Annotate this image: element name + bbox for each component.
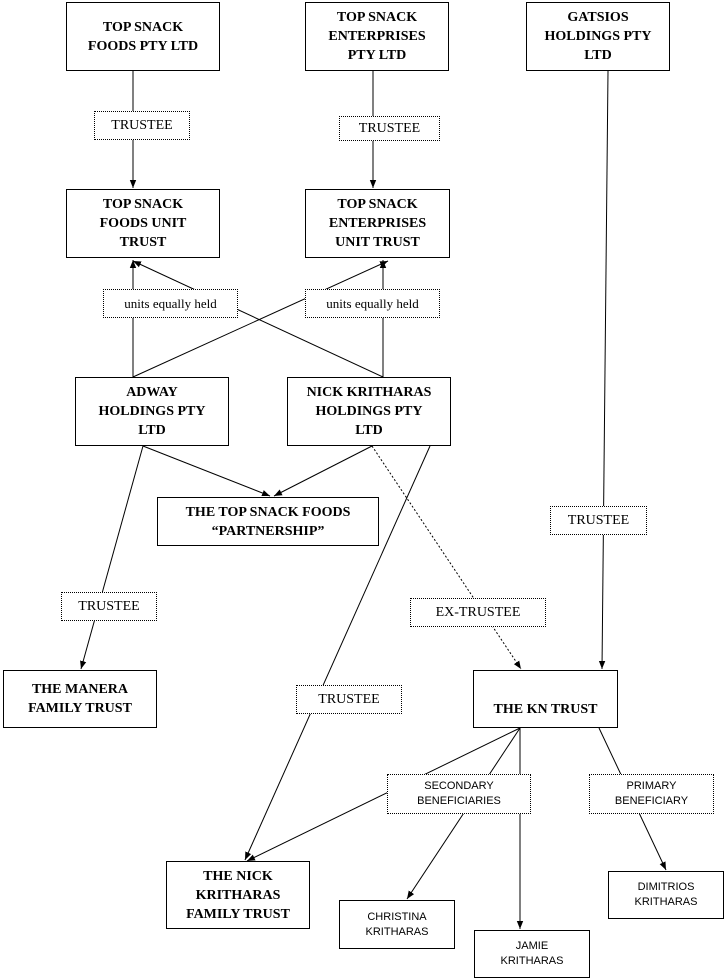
edge-nick-to-foodsunittrust — [132, 260, 384, 378]
entity-label: TOP SNACK ENTERPRISES UNIT TRUST — [328, 197, 427, 250]
entity-label: JAMIE KRITHARAS — [500, 940, 564, 967]
entity-label: TOP SNACK FOODS UNIT TRUST — [99, 197, 187, 250]
entity-label: TOP SNACK FOODS PTY LTD — [87, 19, 199, 54]
label-trustee-enterprises: TRUSTEE — [339, 116, 440, 141]
label-trustee-foods: TRUSTEE — [94, 111, 190, 140]
label-primary-beneficiary: PRIMARY BENEFICIARY — [589, 774, 714, 814]
entity-label: DIMITRIOS KRITHARAS — [634, 881, 698, 908]
label-text: PRIMARY BENEFICIARY — [614, 780, 689, 807]
entity-gatsios-holdings-pty-ltd: GATSIOS HOLDINGS PTY LTD — [526, 2, 670, 71]
entity-christina-kritharas: CHRISTINA KRITHARAS — [339, 900, 455, 949]
edge-adway-to-manera — [80, 445, 144, 670]
label-text: TRUSTEE — [78, 598, 140, 614]
entity-label: THE KN TRUST — [493, 702, 598, 717]
label-trustee-nick: TRUSTEE — [296, 685, 402, 714]
entity-jamie-kritharas: JAMIE KRITHARAS — [474, 930, 590, 978]
entity-top-snack-foods-partnership: THE TOP SNACK FOODS “PARTNERSHIP” — [157, 497, 379, 546]
label-text: TRUSTEE — [318, 691, 380, 707]
label-text: units equally held — [326, 295, 419, 311]
entity-dimitrios-kritharas: DIMITRIOS KRITHARAS — [608, 871, 724, 919]
entity-label: NICK KRITHARAS HOLDINGS PTY LTD — [306, 385, 432, 438]
entity-label: THE MANERA FAMILY TRUST — [28, 682, 132, 716]
edge-adway-to-partnership — [142, 445, 271, 497]
entity-nick-kritharas-family-trust: THE NICK KRITHARAS FAMILY TRUST — [166, 861, 310, 929]
label-text: TRUSTEE — [111, 117, 173, 133]
label-ex-trustee: EX-TRUSTEE — [410, 598, 546, 627]
entity-label: GATSIOS HOLDINGS PTY LTD — [544, 10, 652, 63]
entity-nick-kritharas-holdings-pty-ltd: NICK KRITHARAS HOLDINGS PTY LTD — [287, 377, 451, 446]
label-secondary-beneficiaries: SECONDARY BENEFICIARIES — [387, 774, 531, 814]
edge-gatsios-to-kntrust — [598, 70, 609, 670]
entity-adway-holdings-pty-ltd: ADWAY HOLDINGS PTY LTD — [75, 377, 229, 446]
entity-label: THE TOP SNACK FOODS “PARTNERSHIP” — [185, 504, 351, 539]
entity-kn-trust: THE KN TRUST — [473, 670, 618, 728]
edge-nick-to-kntrust — [371, 445, 522, 670]
label-units-equally-held-enterprises: units equally held — [305, 289, 440, 318]
label-text: TRUSTEE — [567, 512, 630, 528]
label-units-equally-held-foods: units equally held — [103, 289, 238, 318]
entity-top-snack-enterprises-pty-ltd: TOP SNACK ENTERPRISES PTY LTD — [305, 2, 449, 71]
entity-label: TOP SNACK ENTERPRISES PTY LTD — [328, 10, 426, 63]
edge-adway-to-enterprisesunittrust — [132, 260, 389, 378]
edge-nick-to-partnership — [273, 445, 373, 497]
label-text: units equally held — [124, 295, 217, 311]
label-text: EX-TRUSTEE — [435, 604, 521, 620]
entity-top-snack-foods-unit-trust: TOP SNACK FOODS UNIT TRUST — [66, 189, 220, 258]
label-text: TRUSTEE — [358, 120, 421, 136]
entity-label: THE NICK KRITHARAS FAMILY TRUST — [186, 868, 290, 922]
label-trustee-gatsios: TRUSTEE — [550, 506, 647, 535]
label-trustee-adway: TRUSTEE — [61, 592, 157, 621]
label-text: SECONDARY BENEFICIARIES — [417, 780, 501, 807]
entity-top-snack-enterprises-unit-trust: TOP SNACK ENTERPRISES UNIT TRUST — [305, 189, 450, 258]
edge-kntrust-to-nickfamilytrust — [246, 727, 521, 862]
entity-manera-family-trust: THE MANERA FAMILY TRUST — [3, 670, 157, 728]
entity-label: CHRISTINA KRITHARAS — [365, 910, 429, 938]
edge-nick-to-nickfamilytrust — [244, 445, 431, 861]
entity-top-snack-foods-pty-ltd: TOP SNACK FOODS PTY LTD — [66, 2, 220, 71]
entity-label: ADWAY HOLDINGS PTY LTD — [98, 385, 206, 438]
